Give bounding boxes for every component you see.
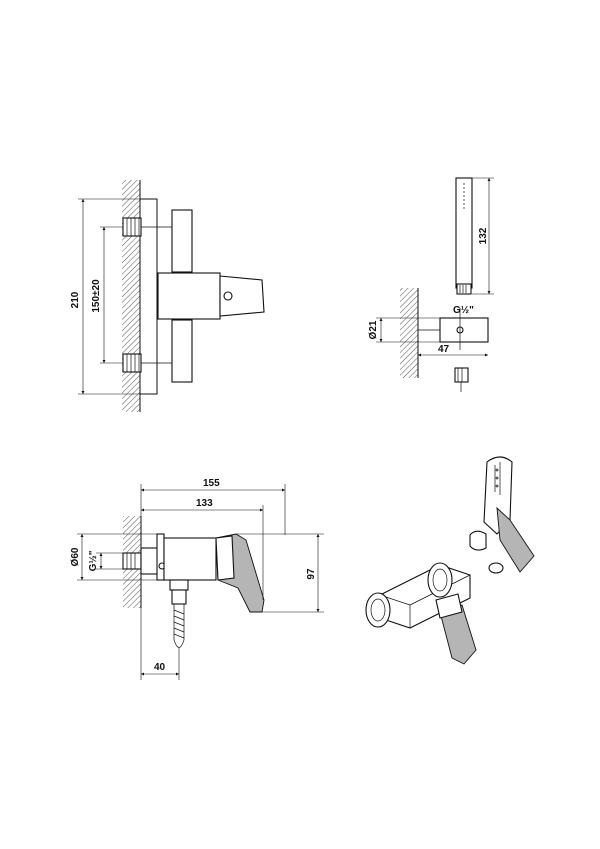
isometric-view bbox=[365, 456, 535, 665]
side-outlet bbox=[169, 579, 189, 591]
dim-side-outlet-offset: 40 bbox=[154, 662, 166, 673]
dim-side-diameter: Ø60 bbox=[70, 547, 81, 566]
iso-holder-knob bbox=[488, 562, 504, 574]
iso-eccentric-left bbox=[365, 592, 391, 628]
front-handle-screw bbox=[223, 291, 233, 301]
front-inlet-upper bbox=[122, 217, 172, 237]
dim-side-height: 97 bbox=[306, 568, 317, 580]
dim-front-inlet-spacing: 150±20 bbox=[91, 279, 102, 313]
dim-shower-length: 132 bbox=[478, 227, 489, 244]
holder-wall-hatch bbox=[400, 288, 418, 378]
side-hose-nut bbox=[171, 589, 187, 605]
front-mixer-body bbox=[157, 272, 221, 320]
dim-front-overall-height: 210 bbox=[70, 291, 81, 308]
iso-eccentric-right bbox=[427, 562, 453, 598]
hand-shower-view: 132 G½" Ø21 47 bbox=[368, 177, 494, 392]
front-eccentric-upper bbox=[171, 209, 193, 273]
side-view: 155 133 Ø60 G½" 97 40 bbox=[70, 478, 324, 680]
dim-holder-depth: 47 bbox=[438, 344, 450, 355]
iso-shower-holder bbox=[496, 506, 535, 573]
front-inlet-lower bbox=[122, 353, 172, 373]
front-plate bbox=[140, 198, 158, 395]
side-inlet bbox=[122, 552, 142, 570]
front-wall-hatch bbox=[122, 180, 140, 412]
side-mixer-body bbox=[163, 537, 217, 581]
dim-holder-diameter: Ø21 bbox=[368, 320, 379, 339]
shower-holder bbox=[439, 317, 489, 343]
front-eccentric-lower bbox=[171, 319, 193, 383]
dim-side-width-body: 133 bbox=[196, 498, 213, 509]
side-flange bbox=[156, 533, 165, 581]
dim-side-width-max: 155 bbox=[203, 478, 220, 489]
dim-side-thread: G½" bbox=[88, 550, 99, 571]
shower-handle-body bbox=[455, 177, 473, 289]
shower-handle-end bbox=[456, 283, 472, 295]
front-view: 210 150±20 bbox=[70, 180, 265, 412]
dim-holder-thread: G½" bbox=[453, 305, 474, 316]
holder-hose-connector bbox=[454, 367, 469, 383]
